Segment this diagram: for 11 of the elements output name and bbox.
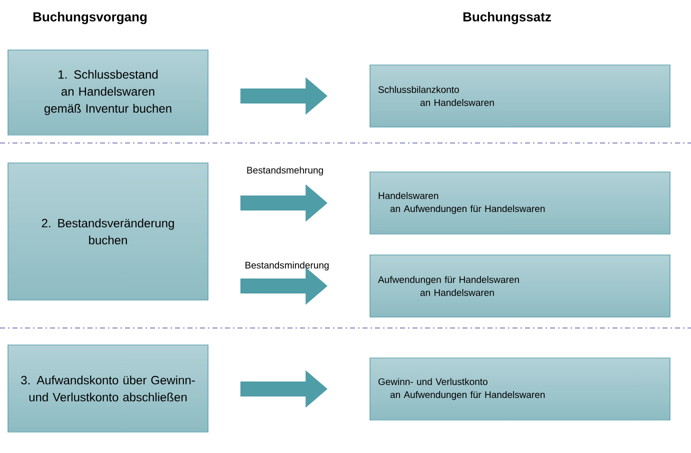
step-box: 1. Schlussbestand an Handelswaren gemäß Inventur buchen bbox=[8, 50, 208, 136]
posting-box: Schlussbilanzkonto an Handelswaren bbox=[370, 64, 670, 128]
column-heading: Buchungsvorgang bbox=[33, 12, 147, 24]
column-heading: Buchungssatz bbox=[463, 12, 551, 24]
posting-box: Handelswaren an Aufwendungen für Handelswaren bbox=[370, 172, 670, 234]
edge-label: Bestandsmehrung bbox=[247, 166, 323, 176]
posting-box: Aufwendungen für Handelswaren an Handelswaren bbox=[370, 254, 670, 318]
step-box: 3. Aufwandskonto über Gewinn- und Verlustkonto abschließen bbox=[8, 344, 208, 432]
edge-label: Bestandsminderung bbox=[246, 262, 329, 270]
posting-box: Gewinn- und Verlustkonto an Aufwendungen für Handelswaren bbox=[370, 358, 670, 420]
step-box: 2. Bestandsveränderung buchen bbox=[8, 162, 208, 300]
